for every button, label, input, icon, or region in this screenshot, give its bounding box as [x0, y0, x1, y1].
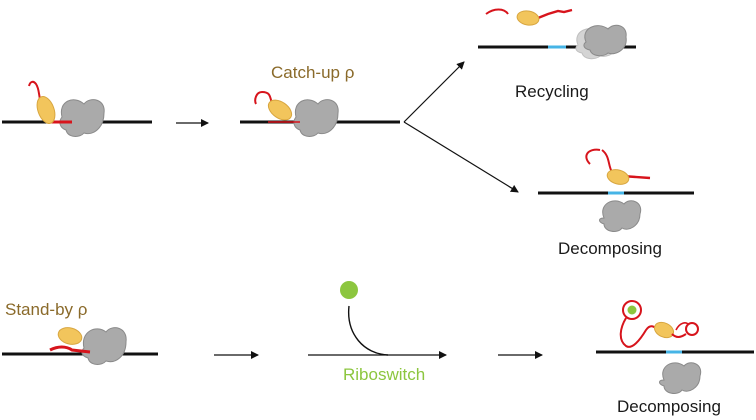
rna-strand-icon	[675, 322, 689, 331]
rna-strand-icon	[585, 148, 601, 165]
ribosome-icon	[59, 99, 105, 137]
panel-decomposing-bottom	[596, 300, 754, 394]
rho-factor-icon	[267, 99, 293, 121]
rna-strand-icon	[485, 8, 509, 15]
riboswitch-label: Riboswitch	[343, 365, 426, 384]
decomposing-bottom-label: Decomposing	[617, 397, 721, 416]
rna-loop	[622, 300, 642, 320]
rho-factor-icon	[516, 10, 540, 26]
ribosome-icon	[659, 362, 702, 394]
rna-strand-icon	[49, 345, 91, 354]
recycling-label: Recycling	[515, 82, 589, 101]
ribosome-icon	[583, 24, 627, 57]
panel-decomposing-top	[538, 148, 694, 232]
rna-strand-icon	[671, 333, 687, 338]
rho-factor-icon	[653, 321, 675, 339]
panel-stand-by	[2, 327, 158, 365]
catch-up-label: Catch-up ρ	[271, 63, 355, 82]
panel-catch-up	[240, 90, 400, 137]
stand-by-label: Stand-by ρ	[5, 300, 88, 319]
decomposing-top-label: Decomposing	[558, 239, 662, 258]
arrow-icon	[403, 121, 519, 193]
ribosome-icon	[293, 99, 339, 137]
rna-strand-icon	[537, 8, 573, 20]
ligand-icon	[340, 281, 358, 299]
panel-riboswitch	[308, 281, 447, 359]
panel-initial	[2, 80, 152, 137]
rna-loop	[685, 322, 699, 336]
ribosome-icon	[81, 327, 127, 365]
arrow-icon	[403, 61, 465, 123]
rho-factor-icon	[606, 169, 630, 185]
rho-factor-icon	[57, 327, 83, 345]
rna-strand-icon	[601, 149, 613, 173]
rho-factor-icon	[36, 96, 56, 124]
panel-recycling	[478, 8, 636, 60]
rna-strand-icon	[254, 90, 273, 105]
ligand-icon	[627, 305, 637, 315]
riboswitch-curve	[348, 305, 389, 356]
rna-strand-icon	[619, 317, 659, 348]
ribosome-icon	[599, 200, 642, 232]
